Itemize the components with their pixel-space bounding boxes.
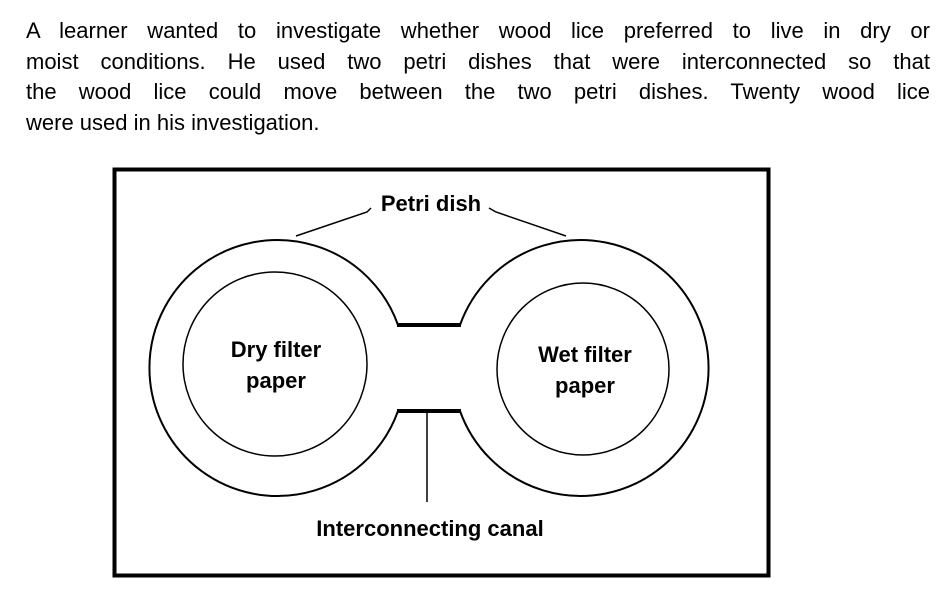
petri-dish-leader-left — [295, 207, 372, 237]
wet-filter-label-line2: paper — [555, 373, 615, 398]
intro-line-4: were used in his investigation. — [26, 109, 320, 135]
wet-filter-label-line1: Wet filter — [538, 342, 632, 367]
dry-filter-label-line1: Dry filter — [231, 337, 322, 362]
intro-paragraph: A learner wanted to investigate whether … — [26, 16, 930, 138]
petri-dish-label: Petri dish — [381, 191, 481, 216]
diagram-frame — [112, 167, 771, 578]
dry-filter-label-line2: paper — [246, 368, 306, 393]
intro-line-1: A learner wanted to investigate whether … — [26, 18, 930, 43]
interconnecting-canal-label: Interconnecting canal — [316, 516, 543, 541]
intro-line-3: the wood lice could move between the two… — [26, 79, 930, 104]
intro-line-2: moist conditions. He used two petri dish… — [26, 48, 930, 74]
petri-dish-outline — [148, 239, 710, 497]
dry-filter-paper-circle — [182, 271, 368, 457]
wet-filter-paper-circle — [496, 282, 670, 456]
petri-dish-leader-right — [488, 207, 567, 237]
